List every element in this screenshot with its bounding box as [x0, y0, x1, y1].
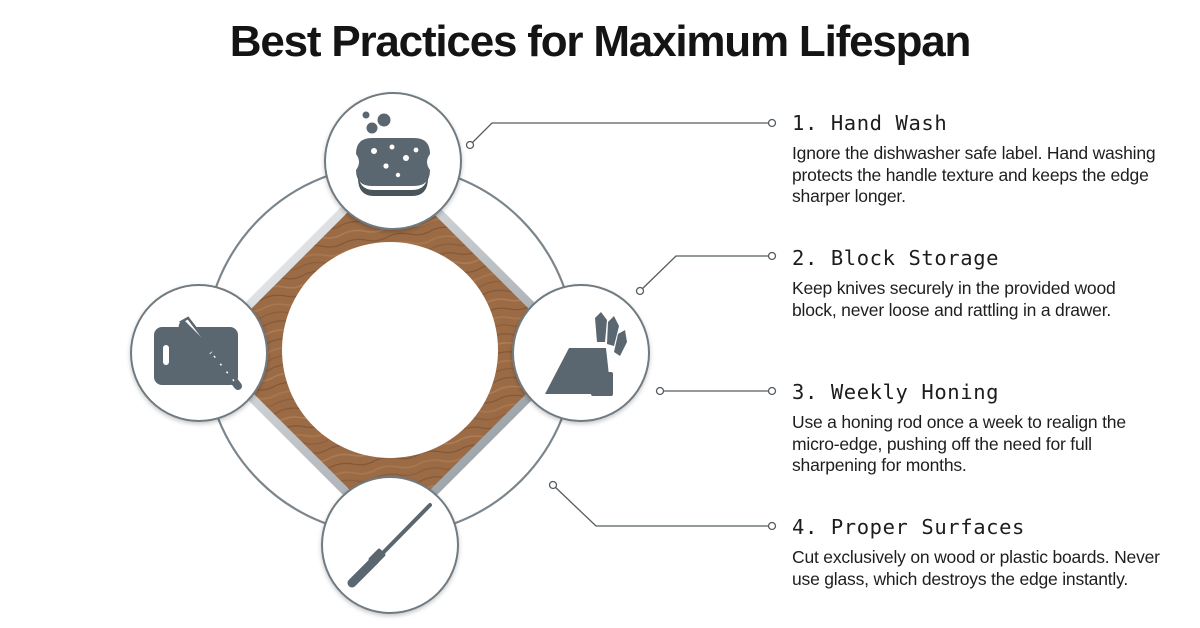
tip-heading: 4. Proper Surfaces — [792, 515, 1025, 539]
tip-block-storage: 2. Block Storage Keep knives securely in… — [792, 245, 1162, 321]
tip-heading: 3. Weekly Honing — [792, 380, 1000, 404]
tip-heading: 1. Hand Wash — [792, 111, 948, 135]
sponge-icon — [356, 111, 430, 196]
tip-description: Use a honing rod once a week to realign … — [792, 412, 1126, 475]
tip-description: Ignore the dishwasher safe label. Hand w… — [792, 143, 1156, 206]
tip-description: Keep knives securely in the provided woo… — [792, 278, 1116, 320]
connector-1 — [465, 118, 777, 150]
tip-proper-surfaces: 4. Proper Surfaces Cut exclusively on wo… — [792, 514, 1162, 590]
page-title: Best Practices for Maximum Lifespan — [229, 17, 972, 66]
knife-block-icon — [545, 312, 627, 396]
cutting-board-icon — [154, 316, 242, 390]
connector-2 — [635, 251, 777, 296]
tip-heading: 2. Block Storage — [792, 246, 1000, 270]
tip-description: Cut exclusively on wood or plastic board… — [792, 547, 1160, 589]
connector-4 — [548, 480, 777, 531]
tip-hand-wash: 1. Hand Wash Ignore the dishwasher safe … — [792, 110, 1162, 208]
center-circle — [282, 242, 498, 458]
connector-3 — [655, 386, 777, 396]
tip-weekly-honing: 3. Weekly Honing Use a honing rod once a… — [792, 379, 1162, 477]
honing-rod-icon — [347, 503, 432, 588]
